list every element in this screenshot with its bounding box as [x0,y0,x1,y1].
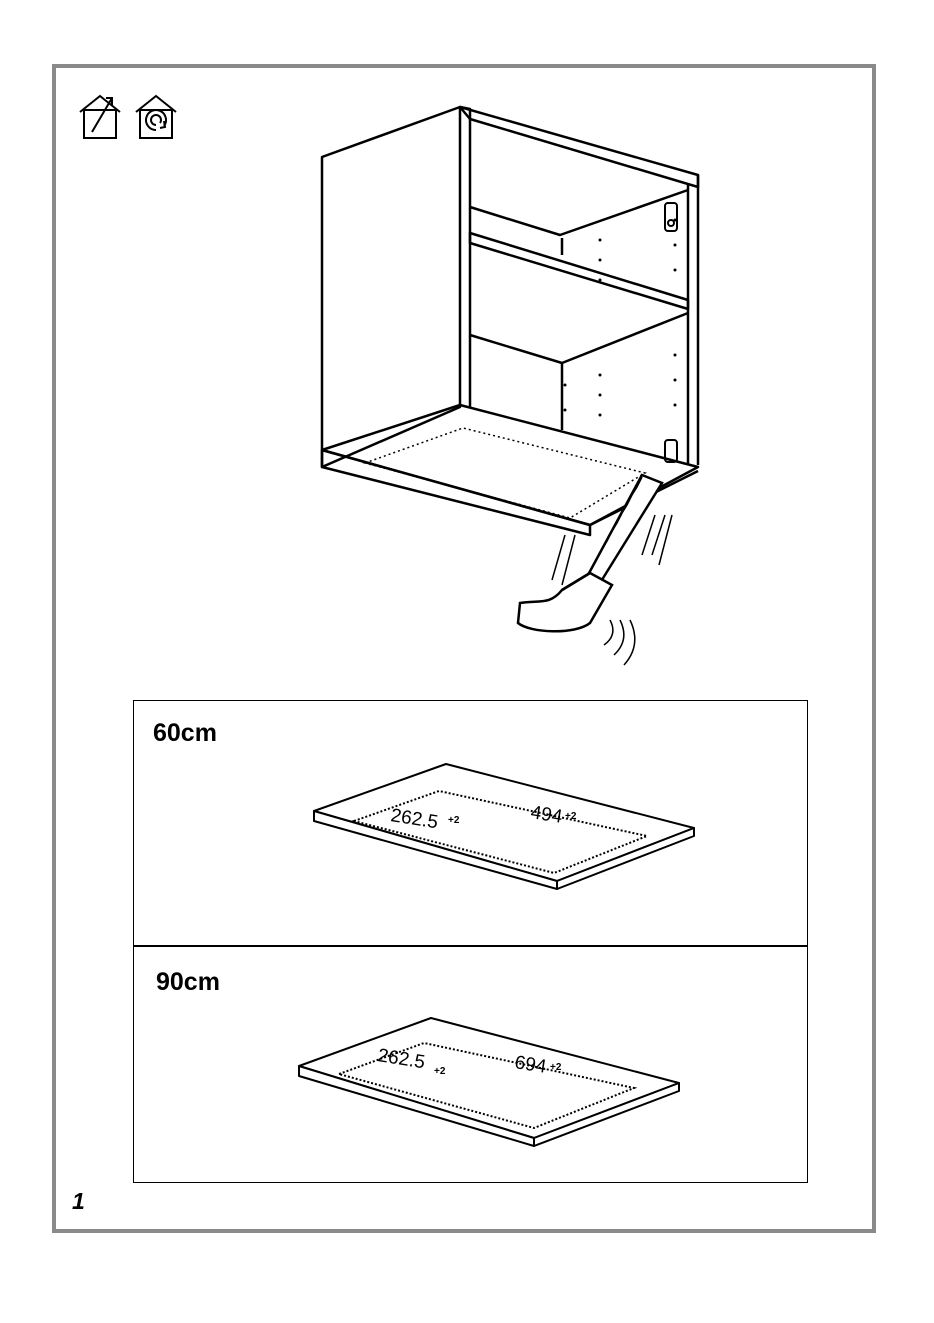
panel-60cm: 60cm 262.5 +2 494 +2 [133,700,808,947]
cabinet-top [460,107,698,187]
dimension-length-tolerance: +2 [565,811,577,822]
saw-icon [518,475,662,631]
house-recirculation-icon [136,96,176,138]
mode-icons [78,92,188,142]
dimension-length-tolerance: +2 [550,1062,562,1073]
house-exhaust-icon [80,96,120,138]
board-90cm-diagram: 262.5 +2 694 +2 [134,946,809,1184]
dimension-width-tolerance: +2 [448,815,460,826]
cabinet-shelf [470,233,688,309]
cabinet-illustration [300,95,720,675]
board-60cm-diagram: 262.5 +2 494 +2 [134,701,809,948]
page-number: 1 [72,1188,85,1215]
dimension-width-tolerance: +2 [434,1066,446,1077]
panel-90cm: 90cm 262.5 +2 694 +2 [133,945,808,1183]
